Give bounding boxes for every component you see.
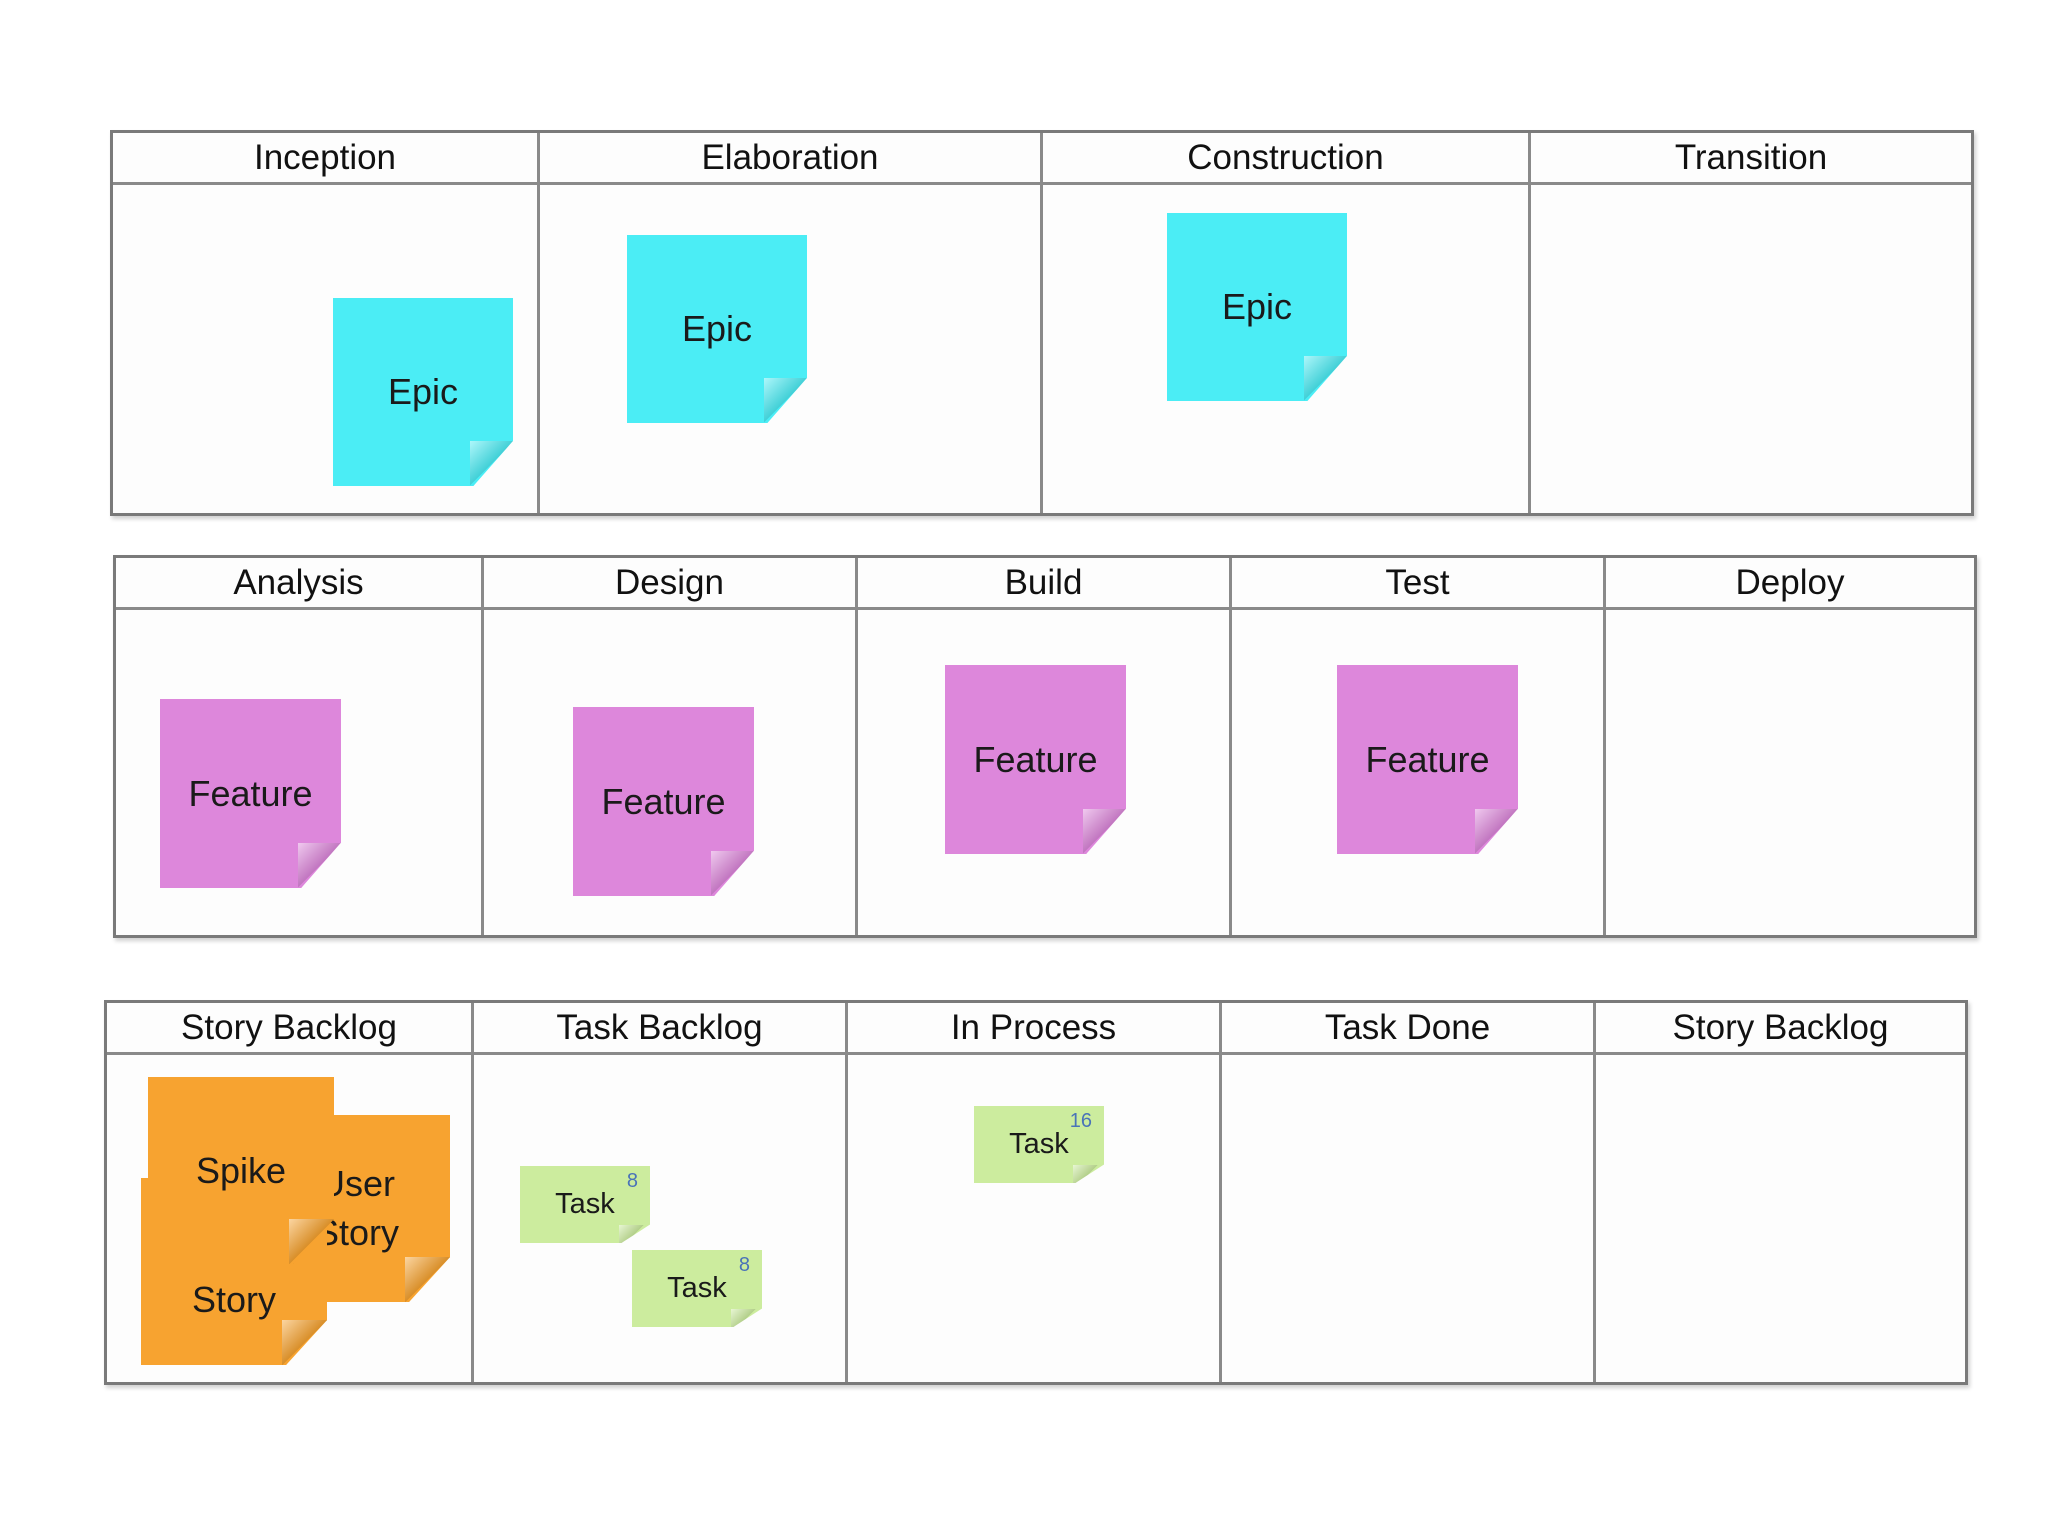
task-points: 8 [738, 1254, 750, 1276]
epic-note[interactable]: Epic [627, 235, 807, 423]
task-note[interactable]: Task 8 [632, 1250, 762, 1327]
column-header: Build [858, 558, 1229, 610]
column-task-done: Task Done [1222, 1003, 1596, 1382]
column-inception: Inception [113, 133, 540, 513]
note-label: Task [555, 1188, 615, 1220]
task-note[interactable]: Task 8 [520, 1166, 650, 1243]
column-task-backlog: Task Backlog [474, 1003, 848, 1382]
column-deploy: Deploy [1606, 558, 1974, 935]
column-header: Construction [1043, 133, 1528, 185]
note-label: Epic [681, 308, 753, 349]
column-header: Task Done [1222, 1003, 1593, 1055]
note-label: Task [667, 1272, 727, 1304]
note-label: Epic [1221, 286, 1293, 327]
column-header: Elaboration [540, 133, 1040, 185]
column-header: Task Backlog [474, 1003, 845, 1055]
note-label: Story [191, 1279, 277, 1320]
spike-note[interactable]: Spike [148, 1077, 334, 1264]
note-label: Epic [387, 371, 459, 412]
column-story-backlog: Story Backlog [107, 1003, 474, 1382]
epic-note[interactable]: Epic [333, 298, 513, 486]
column-in-process: In Process [848, 1003, 1222, 1382]
note-label: Feature [1365, 738, 1490, 780]
feature-note[interactable]: Feature [1337, 665, 1518, 854]
task-points: 8 [626, 1170, 638, 1192]
task-points: 16 [1069, 1110, 1092, 1132]
note-label: Feature [601, 780, 726, 822]
column-header: Test [1232, 558, 1603, 610]
column-header: Transition [1531, 133, 1971, 185]
note-label: Task [1009, 1128, 1069, 1160]
column-header: Story Backlog [1596, 1003, 1965, 1055]
column-transition: Transition [1531, 133, 1971, 513]
task-note[interactable]: Task 16 [974, 1106, 1104, 1183]
column-construction: Construction [1043, 133, 1531, 513]
column-header: Deploy [1606, 558, 1974, 610]
epic-note[interactable]: Epic [1167, 213, 1347, 401]
column-header: Inception [113, 133, 537, 185]
column-test: Test [1232, 558, 1606, 935]
column-header: Analysis [116, 558, 481, 610]
column-story-backlog-done: Story Backlog [1596, 1003, 1965, 1382]
feature-note[interactable]: Feature [160, 699, 341, 888]
feature-note[interactable]: Feature [945, 665, 1126, 854]
column-header: In Process [848, 1003, 1219, 1055]
note-label: Feature [188, 772, 313, 814]
feature-note[interactable]: Feature [573, 707, 754, 896]
note-label: Spike [195, 1149, 287, 1191]
column-elaboration: Elaboration [540, 133, 1043, 513]
column-build: Build [858, 558, 1232, 935]
task-board: Story Backlog Task Backlog In Process Ta… [104, 1000, 1968, 1385]
column-header: Story Backlog [107, 1003, 471, 1055]
column-analysis: Analysis [116, 558, 484, 935]
column-design: Design [484, 558, 858, 935]
column-header: Design [484, 558, 855, 610]
note-label: Feature [973, 738, 1098, 780]
